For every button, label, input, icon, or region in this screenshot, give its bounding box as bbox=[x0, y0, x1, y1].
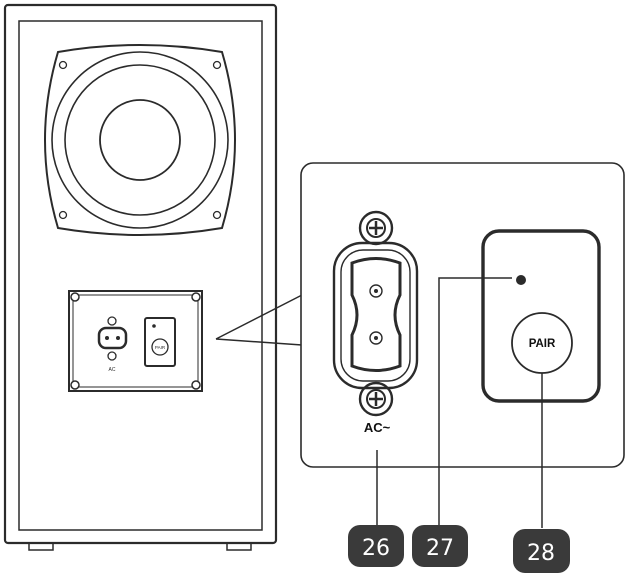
mini-ac-socket bbox=[97, 326, 128, 350]
callout-28-badge bbox=[513, 529, 570, 573]
leader-line-27 bbox=[438, 277, 512, 528]
woofer-screws bbox=[58, 60, 222, 220]
ac-screw-bottom-inner bbox=[366, 389, 386, 409]
callout-26-badge bbox=[348, 525, 404, 567]
screw-icon bbox=[70, 292, 80, 302]
screw-icon bbox=[191, 380, 201, 390]
mini-control-panel: AC PAIR bbox=[68, 290, 203, 392]
ac-screw-bottom-icon bbox=[358, 381, 394, 417]
mini-panel-border bbox=[68, 290, 203, 392]
ac-port-label: AC~ bbox=[364, 420, 391, 435]
cabinet-foot-left bbox=[28, 542, 54, 551]
screw-icon bbox=[58, 60, 68, 70]
callout-27-number: 27 bbox=[426, 536, 454, 561]
mini-pair-button bbox=[151, 338, 169, 356]
ac-port-assembly bbox=[332, 210, 419, 417]
mini-panel-screws bbox=[70, 292, 201, 390]
ac-inner-frame bbox=[340, 249, 411, 382]
callout-26: 26 bbox=[348, 525, 404, 567]
mini-ac-pin bbox=[105, 336, 109, 340]
mini-ac-screw-top bbox=[107, 316, 117, 326]
callout-26-number: 26 bbox=[362, 536, 390, 561]
screw-icon bbox=[191, 292, 201, 302]
indicator-led bbox=[516, 275, 526, 285]
zoom-pointer bbox=[215, 294, 303, 346]
screw-icon bbox=[58, 210, 68, 220]
mini-ac-pin bbox=[116, 336, 120, 340]
woofer-frame bbox=[44, 44, 236, 236]
cabinet-foot-right bbox=[226, 542, 252, 551]
cabinet-inner-panel bbox=[18, 20, 263, 531]
callout-27: 27 bbox=[412, 525, 468, 567]
cabinet-outer bbox=[3, 3, 278, 545]
ac-pin-bottom bbox=[369, 331, 383, 345]
pair-button-label: PAIR bbox=[529, 338, 556, 350]
zoom-line-bottom bbox=[215, 338, 303, 346]
callout-27-badge bbox=[412, 525, 468, 567]
ac-socket-icon bbox=[350, 257, 402, 372]
mini-ac-screw-bottom bbox=[107, 351, 117, 361]
ac-pin-bottom-core bbox=[374, 336, 378, 340]
mini-ac-label: AC bbox=[109, 367, 116, 373]
mini-indicator-led bbox=[152, 324, 156, 328]
screw-icon bbox=[70, 380, 80, 390]
woofer bbox=[44, 44, 236, 236]
woofer-dust-cap bbox=[99, 99, 181, 181]
speaker-cabinet bbox=[3, 3, 278, 551]
screw-icon bbox=[212, 60, 222, 70]
ac-pin-top-core bbox=[374, 289, 378, 293]
callout-28-number: 28 bbox=[527, 541, 555, 566]
zoom-detail-panel: AC~ PAIR bbox=[300, 162, 625, 468]
mini-pair-label: PAIR bbox=[155, 345, 166, 350]
zoom-line-top bbox=[215, 294, 303, 340]
ac-pin-top bbox=[369, 284, 383, 298]
leader-lines bbox=[376, 277, 543, 528]
callout-28: 28 bbox=[513, 529, 570, 573]
ac-screw-top-inner bbox=[366, 218, 386, 238]
woofer-surround-outer bbox=[51, 51, 229, 229]
ac-outer-frame bbox=[332, 241, 419, 390]
mini-panel-inner bbox=[72, 294, 199, 388]
screw-icon bbox=[212, 210, 222, 220]
pair-button-assembly bbox=[481, 229, 601, 403]
woofer-surround-inner bbox=[64, 64, 216, 216]
